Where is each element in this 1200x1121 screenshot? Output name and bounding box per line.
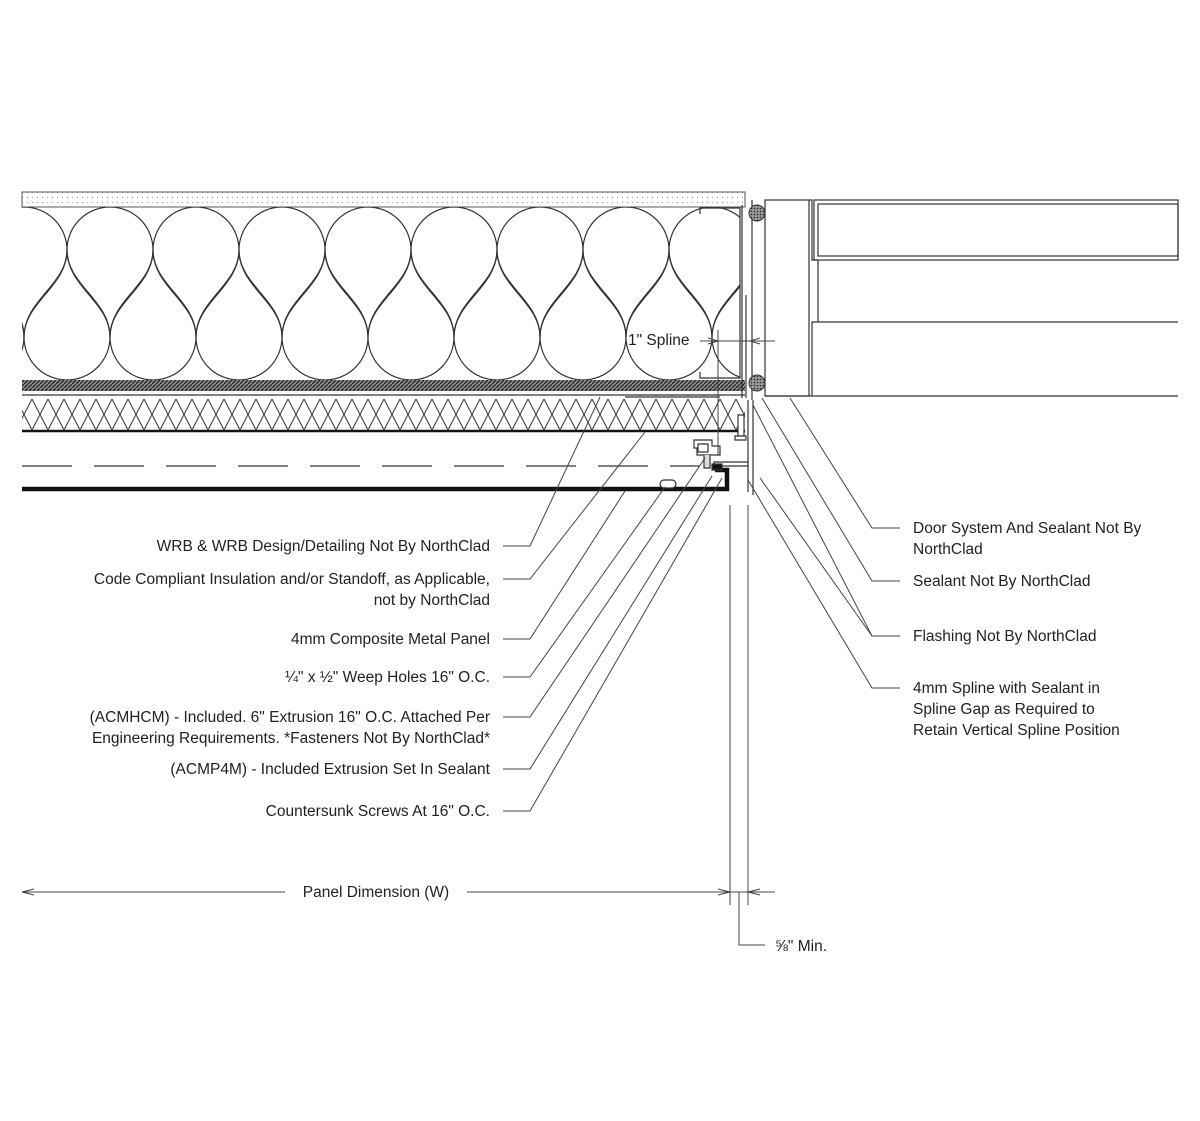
insulation-bulb-lower <box>195 249 283 381</box>
callout-insulation-line2: not by NorthClad <box>374 592 490 609</box>
callout-insulation-line1: Code Compliant Insulation and/or Standof… <box>94 571 490 588</box>
callout-panel: 4mm Composite Metal Panel <box>291 631 490 648</box>
callout-acmhcm-line2: Engineering Requirements. *Fasteners Not… <box>92 730 490 747</box>
flashing <box>741 200 754 495</box>
wrb-layer <box>22 380 745 391</box>
insulation-bulb-upper <box>668 207 740 338</box>
insulation-bulb-lower <box>367 249 455 381</box>
left-callouts: WRB & WRB Design/Detailing Not By NorthC… <box>90 538 491 820</box>
spline-dimension: 1" Spline <box>628 330 775 455</box>
insulation-bulb-upper <box>582 207 670 338</box>
sealant-bead-bottom <box>748 374 766 392</box>
callout-acmp4m: (ACMP4M) - Included Extrusion Set In Sea… <box>170 761 490 778</box>
insulation-bulb-upper <box>238 207 326 338</box>
insulation-bulb-lower <box>109 249 197 381</box>
insulation-bulb-lower <box>453 249 541 381</box>
right-callouts: Door System And Sealant Not By NorthClad… <box>913 520 1142 739</box>
insulation-bulb-upper <box>324 207 412 338</box>
insulation-bulb-upper <box>755 207 841 337</box>
callout-flashing: Flashing Not By NorthClad <box>913 628 1097 645</box>
right-leader-lines <box>747 397 900 689</box>
panel-dimension-label: Panel Dimension (W) <box>303 884 449 901</box>
insulation-bulb-lower <box>539 249 627 381</box>
callout-weep-holes: ¼" x ½" Weep Holes 16" O.C. <box>285 669 490 686</box>
sheathing-board <box>21 191 746 208</box>
insulation-bulb-lower <box>23 249 111 381</box>
callout-spline-line1: 4mm Spline with Sealant in <box>913 680 1100 697</box>
weep-hole <box>659 479 677 489</box>
insulation-bulb-upper <box>410 207 498 338</box>
callout-door-line1: Door System And Sealant Not By <box>913 520 1142 537</box>
extrusion-assembly <box>693 414 749 471</box>
insulation-bulb-upper <box>66 207 154 338</box>
callout-spline-line3: Retain Vertical Spline Position <box>913 722 1120 739</box>
sealant-bead-top <box>748 204 766 222</box>
insulation-bulb-upper <box>22 207 68 338</box>
callout-acmhcm-line1: (ACMHCM) - Included. 6" Extrusion 16" O.… <box>90 709 490 726</box>
insulation-bulb-upper <box>496 207 584 338</box>
callout-door-line2: NorthClad <box>913 541 983 558</box>
panel-dimension: Panel Dimension (W) ⅝" Min. <box>21 505 827 955</box>
spline-dimension-label: 1" Spline <box>628 332 690 349</box>
callout-spline-line2: Spline Gap as Required to <box>913 701 1095 718</box>
batt-insulation <box>22 207 841 381</box>
standoff-insulation <box>22 399 745 430</box>
insulation-bulb-upper <box>152 207 240 338</box>
insulation-bulb-lower <box>22 322 25 352</box>
composite-metal-panel <box>22 467 730 492</box>
callout-screws: Countersunk Screws At 16" O.C. <box>266 803 490 820</box>
callout-sealant: Sealant Not By NorthClad <box>913 573 1090 590</box>
insulation-bulb-lower <box>711 283 740 378</box>
insulation-bulb-lower <box>625 249 713 381</box>
insulation-bulb-lower <box>281 249 369 381</box>
left-leader-lines <box>503 396 723 812</box>
door-system <box>764 199 1179 397</box>
min-gap-label: ⅝" Min. <box>775 938 827 955</box>
callout-wrb: WRB & WRB Design/Detailing Not By NorthC… <box>157 538 490 555</box>
insulation-end-bracket <box>699 207 741 379</box>
